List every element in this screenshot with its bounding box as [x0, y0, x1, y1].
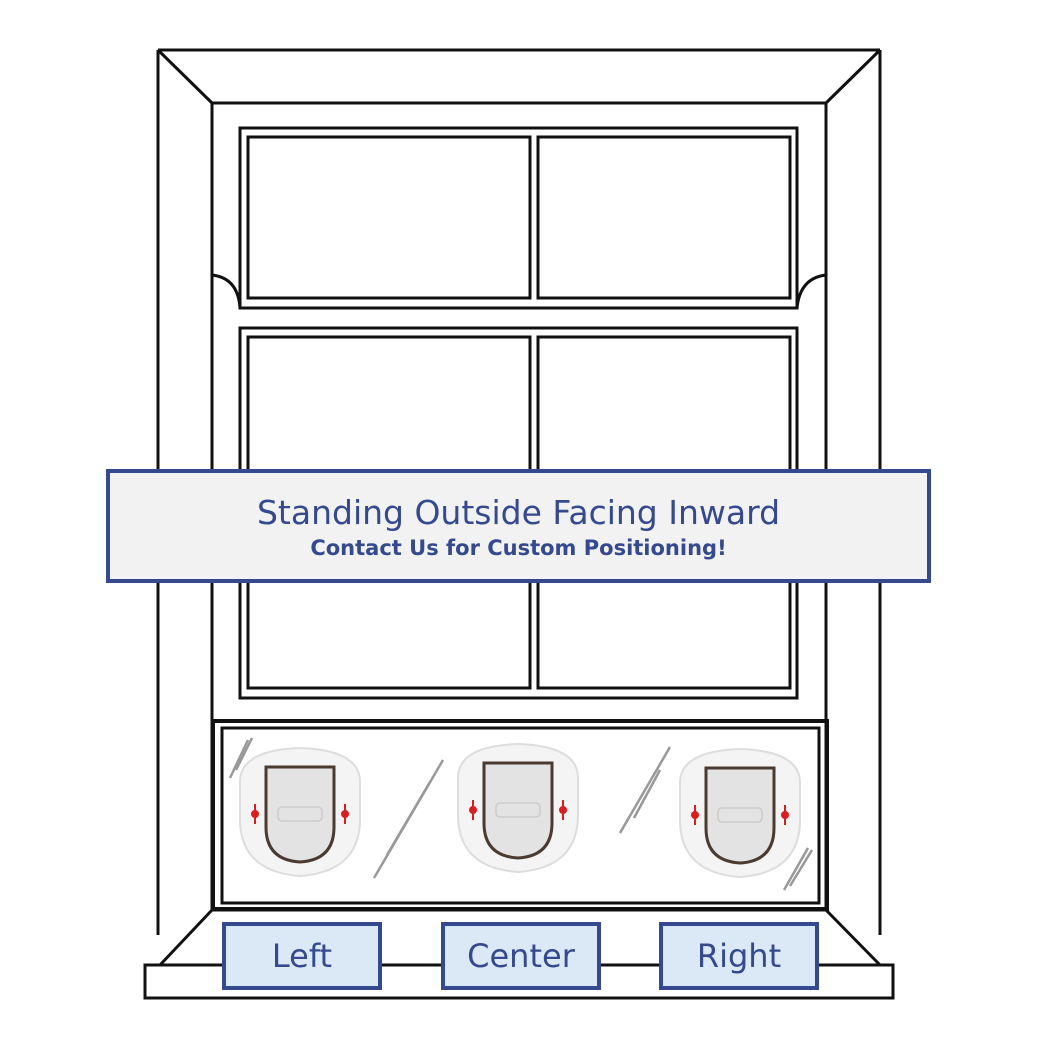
pet-door-panel: [211, 719, 829, 911]
upper-sash: [238, 126, 799, 310]
pet-door-right: [678, 747, 802, 879]
pet-door-left: [238, 746, 362, 878]
position-left-button[interactable]: Left: [222, 922, 382, 990]
position-right-button[interactable]: Right: [659, 922, 819, 990]
banner-subtitle: Contact Us for Custom Positioning!: [310, 536, 727, 560]
pet-door-center: [456, 742, 580, 874]
banner-title: Standing Outside Facing Inward: [256, 493, 781, 532]
position-center-button[interactable]: Center: [441, 922, 601, 990]
orientation-banner: Standing Outside Facing Inward Contact U…: [106, 469, 931, 583]
